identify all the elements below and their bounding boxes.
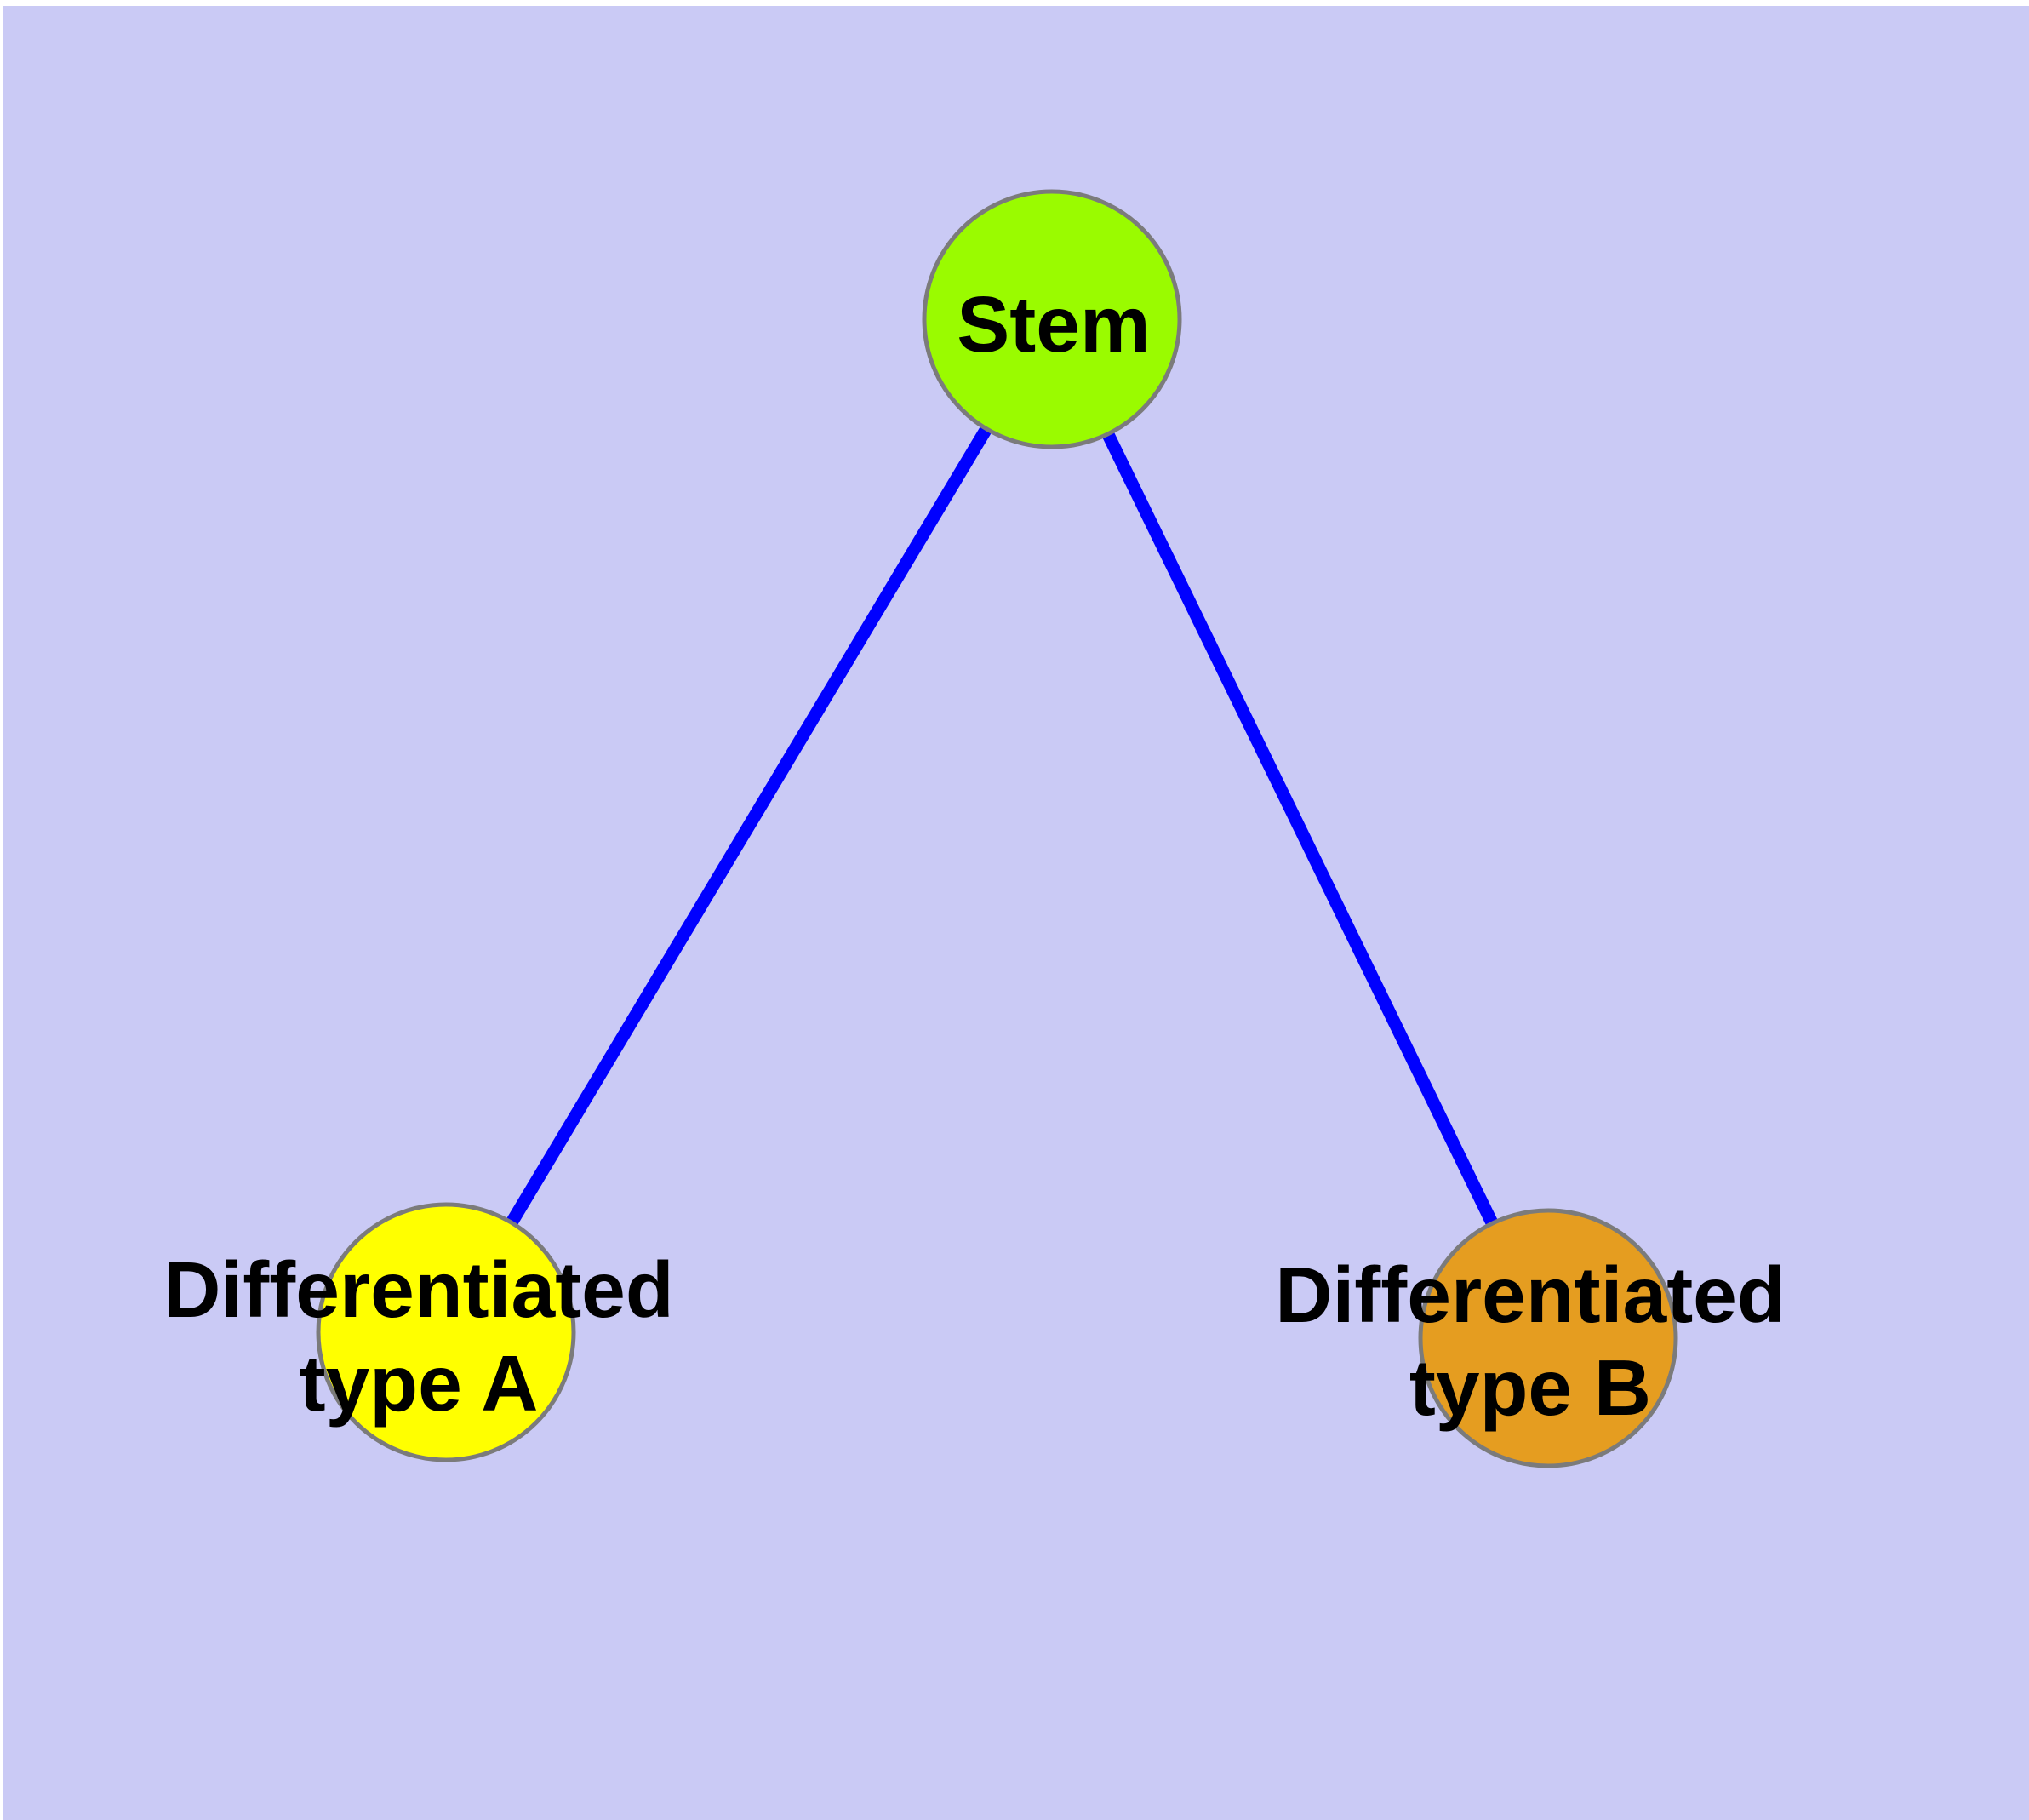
- node-label-type-b-line-1: Differentiated: [1275, 1251, 1785, 1339]
- node-differentiated-type-a: [316, 1202, 576, 1462]
- node-stem: [922, 189, 1182, 449]
- edge-stem-to-type-b: [1046, 316, 1554, 1342]
- node-label-type-b-line-2: type B: [1409, 1343, 1651, 1432]
- node-label-stem: Stem: [957, 280, 1150, 369]
- node-label-type-a-line-1: Differentiated: [163, 1245, 673, 1334]
- edge-stem-to-type-a: [440, 316, 1058, 1336]
- node-differentiated-type-b: [1418, 1208, 1678, 1468]
- node-label-type-a-line-2: type A: [300, 1339, 539, 1428]
